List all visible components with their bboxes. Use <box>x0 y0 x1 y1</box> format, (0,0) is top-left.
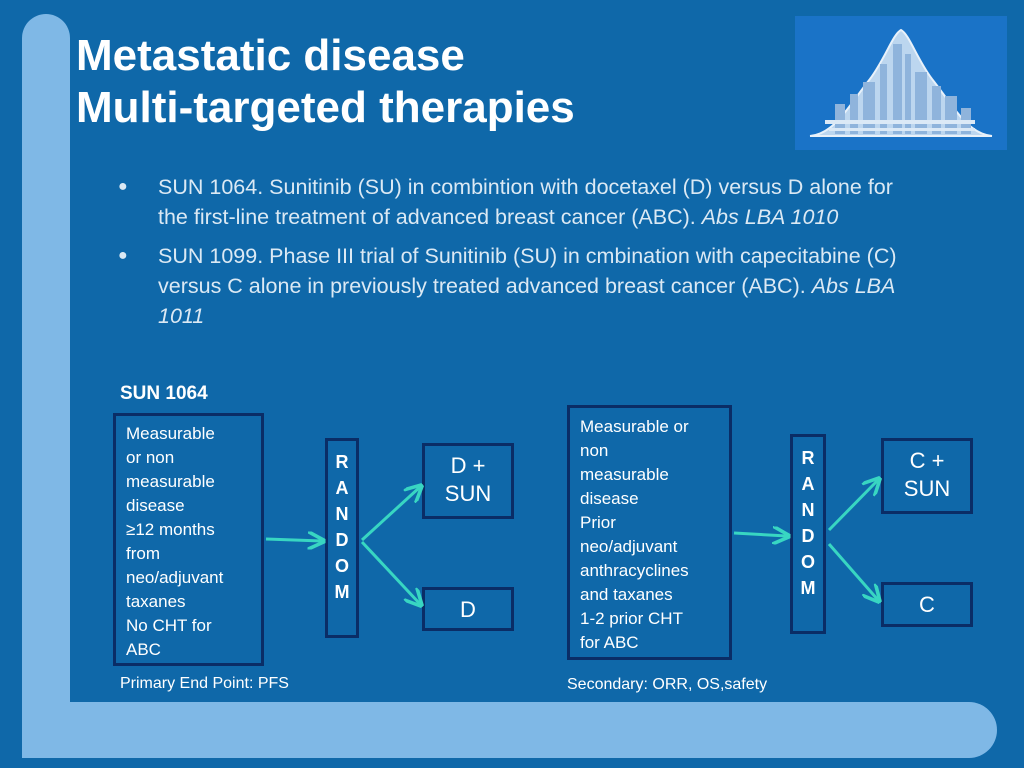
criteria-line: measurable <box>580 465 669 484</box>
random-letter: M <box>334 582 350 602</box>
arrow-to-arm-bottom <box>360 540 420 604</box>
bullet-text: SUN 1064. Sunitinib (SU) in combintion w… <box>158 175 893 229</box>
eligibility-criteria-box: Measurable or non measurable disease ≥12… <box>113 413 264 666</box>
arm-label: SUN <box>444 481 492 506</box>
randomization-box: R A N D O M <box>790 434 826 634</box>
criteria-line: measurable <box>126 472 215 491</box>
criteria-line: ≥12 months <box>126 520 215 539</box>
random-letter: M <box>800 578 816 598</box>
arm-label: D + <box>450 453 486 478</box>
randomization-box: R A N D O M <box>325 438 359 638</box>
random-letter: D <box>801 526 815 546</box>
random-letter: N <box>801 500 815 520</box>
criteria-line: non <box>580 441 609 460</box>
bullet-item: ● SUN 1064. Sunitinib (SU) in combintion… <box>118 172 918 232</box>
random-letter: A <box>801 474 815 494</box>
city-skyline-logo-icon <box>795 16 1007 150</box>
primary-endpoint: Primary End Point: PFS <box>120 675 289 692</box>
arm-label: SUN <box>903 476 951 501</box>
criteria-line: disease <box>580 489 639 508</box>
criteria-line: neo/adjuvant <box>580 537 678 556</box>
criteria-line: and taxanes <box>580 585 673 604</box>
criteria-line: from <box>126 544 160 563</box>
secondary-endpoint: Secondary: ORR, OS,safety <box>567 676 768 693</box>
arrow-to-arm-top <box>827 480 878 532</box>
random-letter: R <box>335 452 349 472</box>
random-letter: O <box>334 556 349 576</box>
criteria-line: No CHT for <box>126 616 212 635</box>
bullet-item: ● SUN 1099. Phase III trial of Sunitinib… <box>118 241 918 331</box>
criteria-line: Measurable <box>126 424 215 443</box>
random-letter: O <box>800 552 815 572</box>
arrow-to-arm-bottom <box>827 543 878 600</box>
criteria-line: neo/adjuvant <box>126 568 224 587</box>
treatment-arm-top: D + SUN <box>422 443 514 519</box>
left-accent-bar <box>22 14 70 756</box>
criteria-line: Prior <box>580 513 616 532</box>
arrow-to-randomization <box>733 533 787 536</box>
criteria-line: anthracyclines <box>580 561 689 580</box>
bullet-icon: ● <box>118 178 128 195</box>
random-letter: N <box>335 504 349 524</box>
random-letter: A <box>335 478 349 498</box>
criteria-line: for ABC <box>580 633 639 652</box>
eligibility-criteria-box: Measurable or non measurable disease Pri… <box>567 405 732 660</box>
criteria-line: taxanes <box>126 592 186 611</box>
random-letter: R <box>801 448 815 468</box>
bullet-reference: Abs LBA 1010 <box>701 205 839 229</box>
title-line-2: Multi-targeted therapies <box>76 83 575 132</box>
criteria-line: disease <box>126 496 185 515</box>
bottom-accent-bar <box>22 702 997 758</box>
bullet-icon: ● <box>118 247 128 264</box>
criteria-line: Measurable or <box>580 417 689 436</box>
arrow-to-arm-top <box>360 487 420 542</box>
arm-label: D <box>460 597 476 622</box>
arm-label: C + <box>909 448 945 473</box>
criteria-line: ABC <box>126 640 161 659</box>
criteria-line: 1-2 prior CHT <box>580 609 683 628</box>
criteria-line: or non <box>126 448 175 467</box>
random-letter: D <box>335 530 349 550</box>
diagram-label: SUN 1064 <box>120 383 208 404</box>
title-line-1: Metastatic disease <box>76 31 465 80</box>
bullet-list: ● SUN 1064. Sunitinib (SU) in combintion… <box>118 172 918 340</box>
arrow-to-randomization <box>265 539 322 541</box>
bullet-text: SUN 1099. Phase III trial of Sunitinib (… <box>158 244 897 298</box>
bullet-reference: Abs LBA 1011 <box>158 274 895 328</box>
arm-label: C <box>919 592 935 617</box>
slide-title: Metastatic disease Multi-targeted therap… <box>76 30 575 134</box>
